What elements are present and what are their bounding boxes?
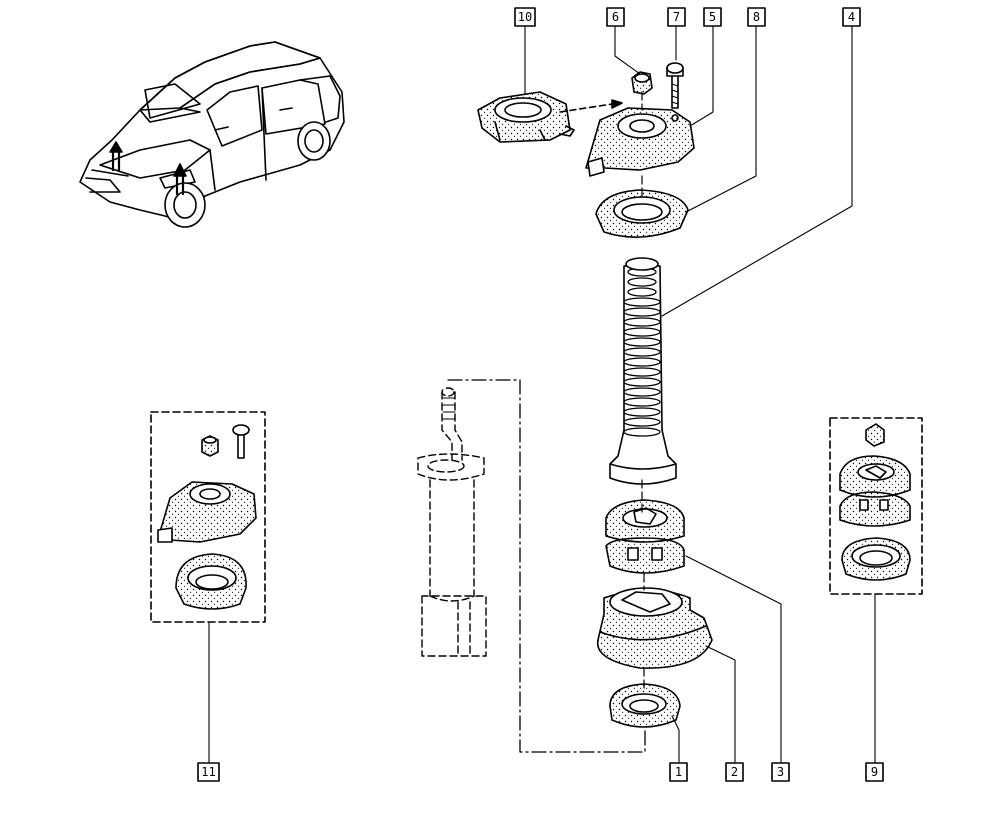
callout-7-text: 7	[673, 10, 680, 24]
callout-6: 6	[606, 7, 625, 27]
boot-rib	[623, 357, 661, 367]
kit-11-box	[150, 411, 266, 623]
boot-rib	[627, 277, 657, 287]
shock-link-line	[447, 379, 646, 753]
boot-rib	[623, 297, 661, 307]
callout-1: 1	[669, 762, 688, 782]
assembly-arrow	[559, 99, 623, 113]
callout-3: 3	[771, 762, 790, 782]
callout-10: 10	[514, 7, 536, 27]
callout-1-text: 1	[675, 765, 682, 779]
part-10-mount-plate	[477, 91, 575, 143]
callout-9-text: 9	[871, 765, 878, 779]
callout-3-text: 3	[777, 765, 784, 779]
callout-7: 7	[667, 7, 686, 27]
callout-6-text: 6	[612, 10, 619, 24]
boot-rib	[623, 397, 661, 407]
boot-rib	[623, 367, 661, 377]
assembly-axis	[641, 91, 645, 693]
callout-10-text: 10	[518, 10, 532, 24]
boot-rib	[623, 407, 661, 417]
callout-5: 5	[703, 7, 722, 27]
callout-labels: 10 6 7 5 8 4 11 1 2 3 9	[197, 7, 884, 782]
callout-8-text: 8	[753, 10, 760, 24]
boot-rib	[627, 287, 657, 297]
part-3-spring-insulator	[605, 499, 685, 574]
boot-rib	[623, 317, 661, 327]
kit-9-box	[829, 417, 923, 595]
callout-11-text: 11	[201, 765, 215, 779]
callout-4: 4	[842, 7, 861, 27]
callout-5-text: 5	[709, 10, 716, 24]
boot-rib	[623, 417, 661, 427]
part-8-bearing	[595, 189, 689, 238]
boot-rib	[623, 327, 661, 337]
boot-rib	[623, 377, 661, 387]
boot-rib	[623, 347, 661, 357]
part-1-lower-seat	[609, 683, 681, 728]
boot-rib	[623, 337, 661, 347]
boot-rib	[623, 427, 661, 437]
part-2-spring-seat	[596, 587, 713, 669]
shock-absorber-outline	[417, 387, 487, 657]
callout-4-text: 4	[848, 10, 855, 24]
part-7-bolt	[666, 62, 684, 109]
part-5-top-mount	[585, 107, 695, 177]
boot-rib	[623, 307, 661, 317]
part-4-dust-boot	[609, 257, 677, 485]
callout-9: 9	[865, 762, 884, 782]
callout-8: 8	[747, 7, 766, 27]
callout-2: 2	[725, 762, 744, 782]
part-6-nut	[631, 71, 653, 95]
leader-lines	[208, 26, 876, 763]
callout-11: 11	[197, 762, 220, 782]
boot-rib	[623, 387, 661, 397]
car-location-illustration	[79, 41, 345, 228]
callout-2-text: 2	[731, 765, 738, 779]
